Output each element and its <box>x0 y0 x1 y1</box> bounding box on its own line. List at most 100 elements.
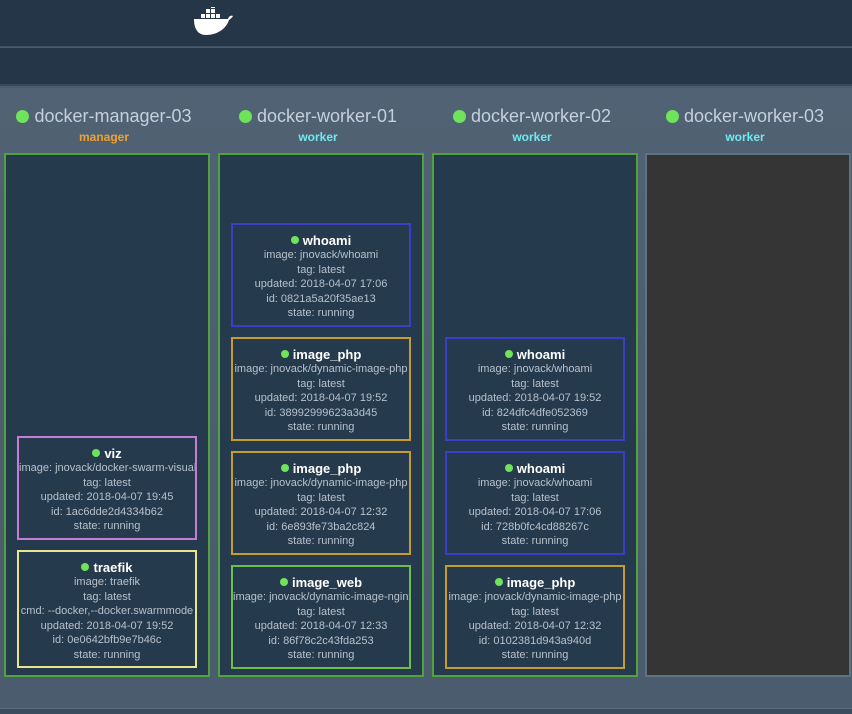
task-card[interactable]: image_php image: jnovack/dynamic-image-p… <box>445 565 625 669</box>
task-title: whoami <box>233 232 409 248</box>
task-updated: updated: 2018-04-07 17:06 <box>254 278 388 290</box>
task-image: image: jnovack/docker-swarm-visualizer <box>19 462 197 474</box>
top-bar <box>0 0 852 47</box>
node-tasks-container <box>645 153 851 677</box>
task-id: id: 38992999623a3d45 <box>264 406 378 419</box>
task-card[interactable]: image_php image: jnovack/dynamic-image-p… <box>231 337 411 441</box>
status-dot-icon <box>452 109 466 123</box>
task-title: image_php <box>447 574 623 590</box>
task-title: whoami <box>447 460 623 476</box>
node-tasks-container: viz image: jnovack/docker-swarm-visualiz… <box>4 153 210 677</box>
task-state: state: running <box>501 649 569 661</box>
task-image: image: jnovack/dynamic-image-php <box>234 363 408 375</box>
task-title: whoami <box>447 346 623 362</box>
task-id: id: 86f78c2c43fda253 <box>268 634 374 647</box>
node-tasks-container: whoami image: jnovack/whoami tag: latest… <box>218 153 424 677</box>
task-state: state: running <box>73 520 141 532</box>
status-dot-icon <box>280 464 289 472</box>
status-dot-icon <box>16 109 30 123</box>
task-state: state: running <box>73 648 141 661</box>
task-id: id: 728b0fc4cd88267c <box>481 520 589 533</box>
status-dot-icon <box>280 350 289 358</box>
task-image: image: jnovack/whoami <box>477 363 593 375</box>
task-updated: updated: 2018-04-07 17:06 <box>468 506 602 518</box>
status-dot-icon <box>290 236 299 244</box>
task-image: image: jnovack/dynamic-image-php <box>234 477 408 489</box>
task-updated: updated: 2018-04-07 12:33 <box>254 620 388 632</box>
task-card[interactable]: whoami image: jnovack/whoami tag: latest… <box>231 223 411 327</box>
task-updated: updated: 2018-04-07 19:52 <box>468 392 602 404</box>
task-id: id: 1ac6dde2d4334b62 <box>51 505 163 518</box>
task-id: id: 6e893fe73ba2c824 <box>266 520 376 533</box>
task-tag: tag: latest <box>297 605 345 618</box>
node-name: docker-worker-01 <box>238 106 397 126</box>
task-tag: tag: latest <box>83 590 131 603</box>
task-updated: updated: 2018-04-07 19:45 <box>40 491 174 503</box>
task-cmd: cmd: --docker,--docker.swarmmode <box>20 605 194 617</box>
task-id: id: 824dfc4dfe052369 <box>482 406 588 419</box>
task-image: image: jnovack/whoami <box>477 477 593 489</box>
task-state: state: running <box>501 535 569 547</box>
task-card[interactable]: traefik image: traefik tag: latest cmd: … <box>17 550 197 668</box>
node-column: docker-worker-01 worker whoami image: jn… <box>215 88 424 678</box>
status-dot-icon <box>279 578 288 586</box>
task-tag: tag: latest <box>83 476 131 489</box>
task-state: state: running <box>287 649 355 661</box>
node-role: worker <box>512 129 552 144</box>
status-dot-icon <box>504 464 513 472</box>
task-tag: tag: latest <box>297 491 345 504</box>
node-column: docker-worker-02 worker whoami image: jn… <box>429 88 638 678</box>
task-image: image: traefik <box>73 576 141 588</box>
node-tasks-container: whoami image: jnovack/whoami tag: latest… <box>432 153 638 677</box>
task-card[interactable]: whoami image: jnovack/whoami tag: latest… <box>445 337 625 441</box>
node-header: docker-worker-01 worker <box>215 106 421 146</box>
node-header: docker-worker-03 worker <box>642 106 848 146</box>
task-image: image: jnovack/whoami <box>263 249 379 261</box>
task-card[interactable]: image_web image: jnovack/dynamic-image-n… <box>231 565 411 669</box>
task-state: state: running <box>287 307 355 319</box>
task-title: image_web <box>233 574 409 590</box>
status-dot-icon <box>494 578 503 586</box>
status-dot-icon <box>504 350 513 358</box>
status-dot-icon <box>81 563 90 571</box>
node-name: docker-manager-03 <box>16 106 192 126</box>
node-role: worker <box>298 129 338 144</box>
task-card[interactable]: image_php image: jnovack/dynamic-image-p… <box>231 451 411 555</box>
task-tag: tag: latest <box>297 263 345 276</box>
status-dot-icon <box>665 109 679 123</box>
task-updated: updated: 2018-04-07 19:52 <box>254 392 388 404</box>
task-tag: tag: latest <box>511 605 559 618</box>
node-name: docker-worker-03 <box>665 106 824 126</box>
task-updated: updated: 2018-04-07 12:32 <box>468 620 602 632</box>
task-image: image: jnovack/dynamic-image-nginx <box>233 591 411 603</box>
task-updated: updated: 2018-04-07 12:32 <box>254 506 388 518</box>
task-id: id: 0821a5a20f35ae13 <box>266 292 376 305</box>
swarm-visualizer: docker-manager-03 manager viz image: jno… <box>0 88 852 708</box>
task-image: image: jnovack/dynamic-image-php <box>448 591 622 603</box>
task-title: image_php <box>233 460 409 476</box>
node-role: manager <box>78 129 130 144</box>
task-title: image_php <box>233 346 409 362</box>
node-header: docker-manager-03 manager <box>1 106 207 146</box>
bottom-bar <box>0 708 852 714</box>
status-dot-icon <box>238 109 252 123</box>
task-card[interactable]: viz image: jnovack/docker-swarm-visualiz… <box>17 436 197 540</box>
task-card[interactable]: whoami image: jnovack/whoami tag: latest… <box>445 451 625 555</box>
task-tag: tag: latest <box>511 491 559 504</box>
task-tag: tag: latest <box>297 377 345 390</box>
task-state: state: running <box>287 421 355 433</box>
docker-whale-icon <box>194 7 233 35</box>
task-title: viz <box>19 445 195 461</box>
status-dot-icon <box>92 449 101 457</box>
node-role: worker <box>725 129 765 144</box>
node-column: docker-worker-03 worker <box>642 88 851 678</box>
task-state: state: running <box>501 421 569 433</box>
task-id: id: 0102381d943a940d <box>478 634 592 647</box>
node-name: docker-worker-02 <box>452 106 611 126</box>
node-column: docker-manager-03 manager viz image: jno… <box>1 88 210 678</box>
node-header: docker-worker-02 worker <box>429 106 635 146</box>
task-title: traefik <box>19 559 195 575</box>
task-updated: updated: 2018-04-07 19:52 <box>40 619 174 632</box>
task-tag: tag: latest <box>511 377 559 390</box>
sub-bar <box>0 48 852 86</box>
